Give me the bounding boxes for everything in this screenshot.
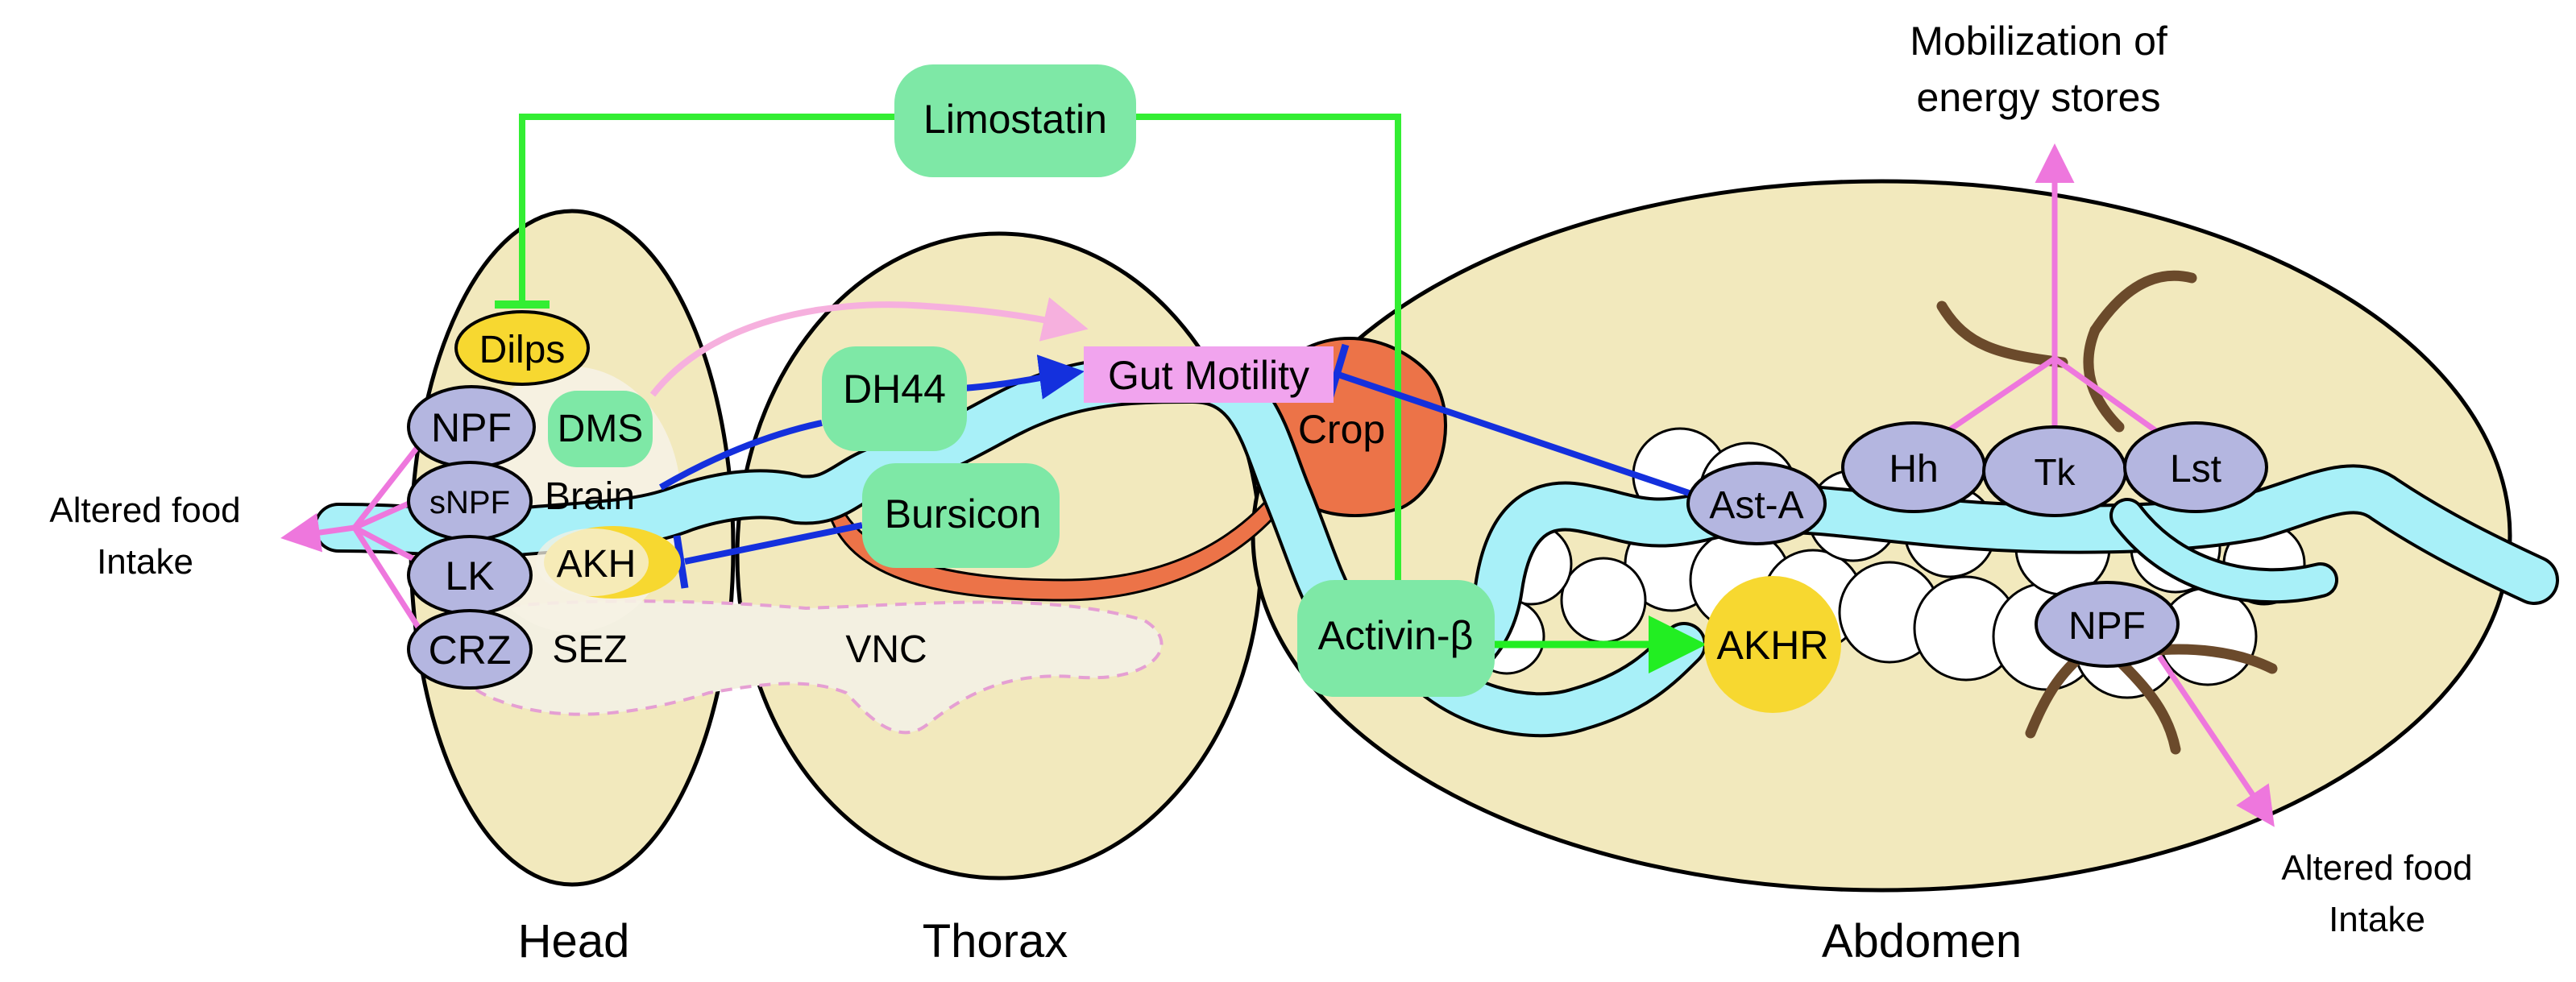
head-label: Head	[518, 915, 630, 967]
activin-to-limostatin-line	[1130, 114, 1401, 580]
sez-label: SEZ	[552, 628, 627, 671]
brain-to-dh44-arrow	[658, 420, 823, 491]
dms-label: DMS	[558, 408, 644, 450]
npf-abdomen-label: NPF	[2068, 605, 2146, 648]
npf-head-label: NPF	[431, 405, 512, 450]
akh-halo	[536, 528, 649, 596]
left-food-intake-line2: Intake	[97, 542, 193, 582]
vnc-label: VNC	[845, 628, 927, 671]
right-food-intake-line2: Intake	[2329, 900, 2425, 939]
abdomen-label: Abdomen	[1822, 915, 2022, 967]
lst-node	[2123, 421, 2268, 513]
ast-a-label: Ast-A	[1709, 484, 1803, 527]
activin-node	[1297, 580, 1495, 697]
brain-label: Brain	[545, 475, 635, 518]
bursicon-label: Bursicon	[885, 491, 1042, 537]
akh-inhibition-bar	[673, 535, 689, 589]
limostatin-to-dilps-line	[519, 114, 906, 305]
limostatin-node	[894, 64, 1136, 177]
mobilization-line2: energy stores	[1917, 75, 2161, 120]
hh-label: Hh	[1889, 448, 1938, 491]
activin-label: Activin-β	[1318, 613, 1474, 658]
crz-label: CRZ	[429, 628, 512, 673]
snpf-label: sNPF	[429, 485, 510, 520]
mobilization-line1: Mobilization of	[1910, 19, 2167, 64]
dh44-label: DH44	[843, 367, 946, 412]
left-food-intake-line1: Altered food	[49, 491, 240, 530]
bursicon-to-akh-line	[684, 522, 863, 565]
dms-to-gut-arrow	[649, 296, 1089, 397]
dh44-to-gut-arrow	[962, 354, 1085, 400]
tk-label: Tk	[2034, 451, 2076, 493]
thorax-label: Thorax	[923, 915, 1068, 967]
vnc-region	[443, 599, 1164, 735]
dh44-node	[822, 346, 967, 451]
dms-node	[548, 391, 653, 467]
gut-motility-label: Gut Motility	[1108, 353, 1309, 398]
akhr-label: AKHR	[1717, 623, 1829, 668]
dilps-node	[454, 310, 590, 386]
gut-motility-box	[1084, 346, 1334, 403]
ast-a-node	[1686, 462, 1827, 545]
asta-to-gut-line	[1332, 370, 1698, 499]
lst-label: Lst	[2170, 448, 2221, 491]
npf-abdomen-node	[2035, 581, 2180, 668]
akhr-node	[1704, 576, 1841, 713]
abdomen-output-arrows	[1940, 143, 2275, 827]
crop-label: Crop	[1298, 407, 1385, 452]
akh-label: AKH	[557, 543, 637, 586]
crz-node	[407, 609, 533, 690]
right-food-intake-line1: Altered food	[2281, 848, 2472, 888]
limostatin-label: Limostatin	[923, 97, 1107, 142]
dilps-label: Dilps	[479, 329, 566, 371]
lk-label: LK	[445, 553, 494, 599]
bursicon-node	[862, 463, 1060, 568]
